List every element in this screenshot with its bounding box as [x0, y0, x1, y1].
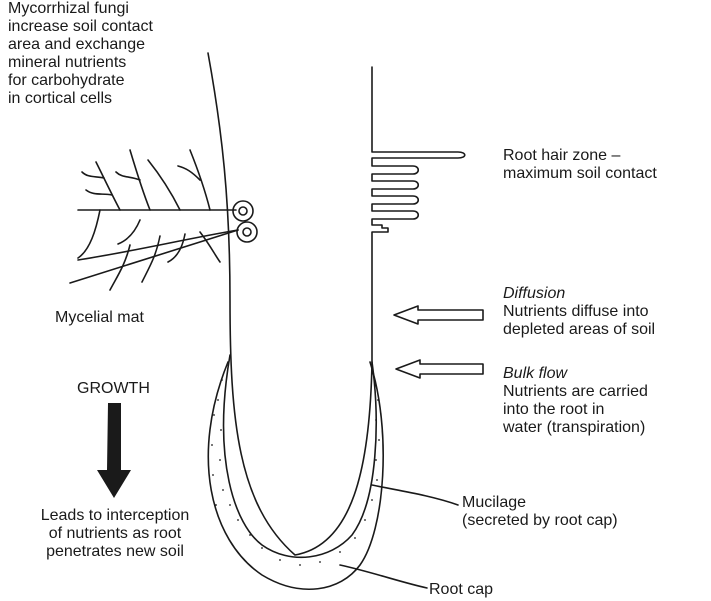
diffusion-title: Diffusion	[503, 285, 655, 303]
mycorrhizal-label: Mycorrhizal fungi increase soil contact …	[8, 0, 153, 108]
growth-label: GROWTH	[77, 380, 150, 398]
bulk-flow-arrow	[396, 360, 483, 378]
hyphal-coil-lower	[237, 222, 257, 242]
root-cap-leader-line	[340, 565, 427, 588]
root-hair-zone-label: Root hair zone – maximum soil contact	[503, 147, 657, 183]
bulk-flow-title: Bulk flow	[503, 365, 648, 383]
mucilage-label: Mucilage (secreted by root cap)	[462, 494, 618, 530]
diffusion-label: Diffusion Nutrients diffuse into deplete…	[503, 285, 655, 339]
mycelial-mat-label: Mycelial mat	[55, 309, 144, 327]
mucilage-stipple	[211, 379, 380, 566]
interception-label: Leads to interception of nutrients as ro…	[9, 507, 221, 561]
hyphal-coil-upper	[233, 201, 253, 221]
diffusion-arrow	[394, 306, 483, 324]
root-cap-label: Root cap	[429, 581, 493, 599]
mucilage-leader-line	[372, 485, 458, 505]
root-body-outline	[208, 53, 465, 555]
mucilage-outline	[224, 355, 377, 557]
bulk-flow-label: Bulk flow Nutrients are carried into the…	[503, 365, 648, 437]
growth-arrow	[97, 403, 131, 498]
mycelial-mat-hyphae	[70, 150, 238, 290]
